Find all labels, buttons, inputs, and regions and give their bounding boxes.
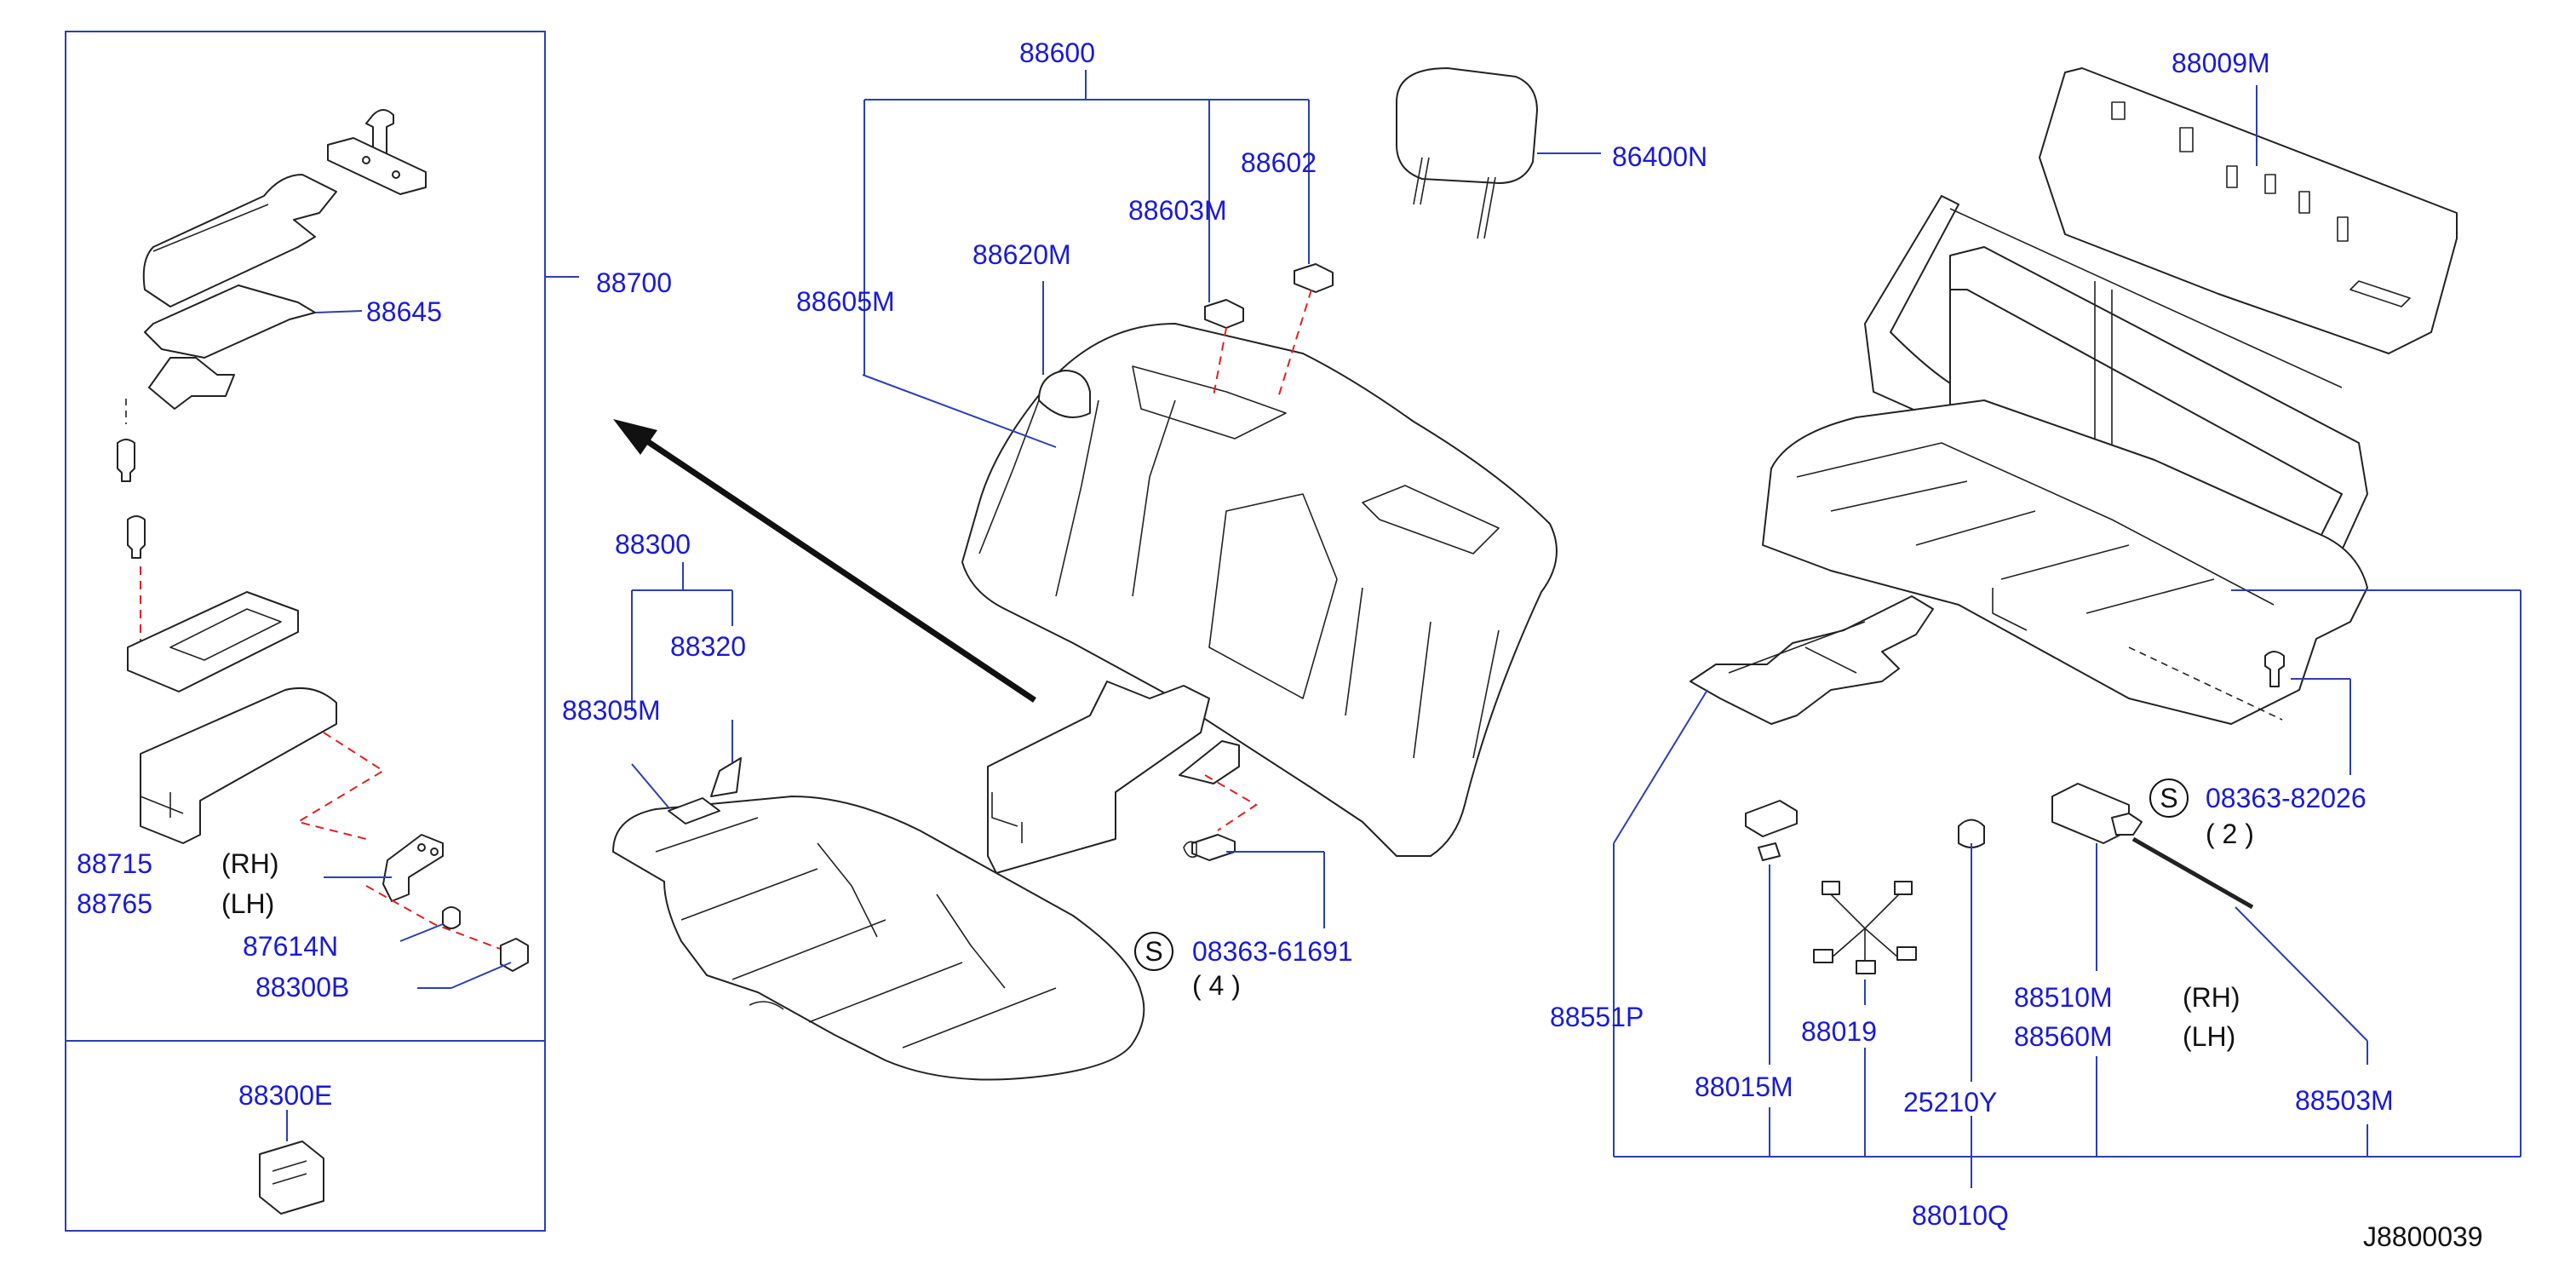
cushion-icon [612,720,1145,1081]
label-rh-88510m: (RH) [2183,982,2240,1013]
armrest-icon [117,109,529,1215]
label-88503m: 88503M [2295,1085,2394,1116]
rail-88551p [1613,595,1934,844]
leader-88010q [1613,843,2521,1188]
small-parts-bottom [1745,783,2368,1082]
label-88300b: 88300B [255,972,349,1003]
label-08363-61691: 08363-61691 [1192,936,1353,967]
label-88019: 88019 [1801,1016,1877,1047]
label-88300e: 88300E [238,1080,332,1111]
label-87614n: 87614N [243,931,338,962]
assembly-arrow [613,419,1036,703]
label-86400n: 86400N [1612,141,1707,172]
armrest-assembly-frame [65,31,546,1232]
label-88320: 88320 [670,631,746,662]
seat-frame-icon [1762,67,2521,1157]
center-armrest [987,681,1325,928]
label-88510m: 88510M [2014,982,2113,1013]
label-88605m: 88605M [796,286,895,317]
label-88600: 88600 [1019,37,1095,68]
s-symbol-1: S [1145,936,1162,967]
label-rh-88715: (RH) [221,848,279,879]
label-88551p: 88551P [1550,1002,1644,1032]
s-symbol-08363-61691: S [1134,932,1173,971]
qty-08363-61691: ( 4 ) [1192,970,1241,1001]
label-lh-88560m: (LH) [2183,1021,2235,1052]
s-symbol-2: S [2160,783,2177,813]
label-88620m: 88620M [972,239,1071,270]
armrest-assembly-panel [65,31,579,1232]
seatback-icon [862,281,1558,857]
label-25210y: 25210Y [1903,1087,1997,1117]
drawing-reference: J8800039 [2363,1221,2483,1252]
label-08363-82026: 08363-82026 [2206,783,2367,813]
leader-88300 [631,562,733,711]
s-symbol-08363-82026: S [2149,779,2189,818]
label-88305m: 88305M [562,695,661,726]
label-88603m: 88603M [1128,195,1227,226]
leader-88600 [863,70,1310,375]
label-88715: 88715 [77,848,152,879]
label-88700: 88700 [596,267,672,298]
headrest-icon [1396,67,1601,239]
qty-08363-82026: ( 2 ) [2206,819,2254,849]
label-88765: 88765 [77,888,152,919]
label-88645: 88645 [366,296,442,327]
label-88300: 88300 [615,529,691,560]
label-88010q: 88010Q [1912,1200,2009,1231]
label-88009m: 88009M [2172,48,2270,78]
label-lh-88765: (LH) [221,888,274,919]
label-88015m: 88015M [1695,1072,1793,1102]
label-88602: 88602 [1241,147,1317,178]
label-88560m: 88560M [2014,1021,2113,1052]
seatback-clips [1204,100,1334,401]
